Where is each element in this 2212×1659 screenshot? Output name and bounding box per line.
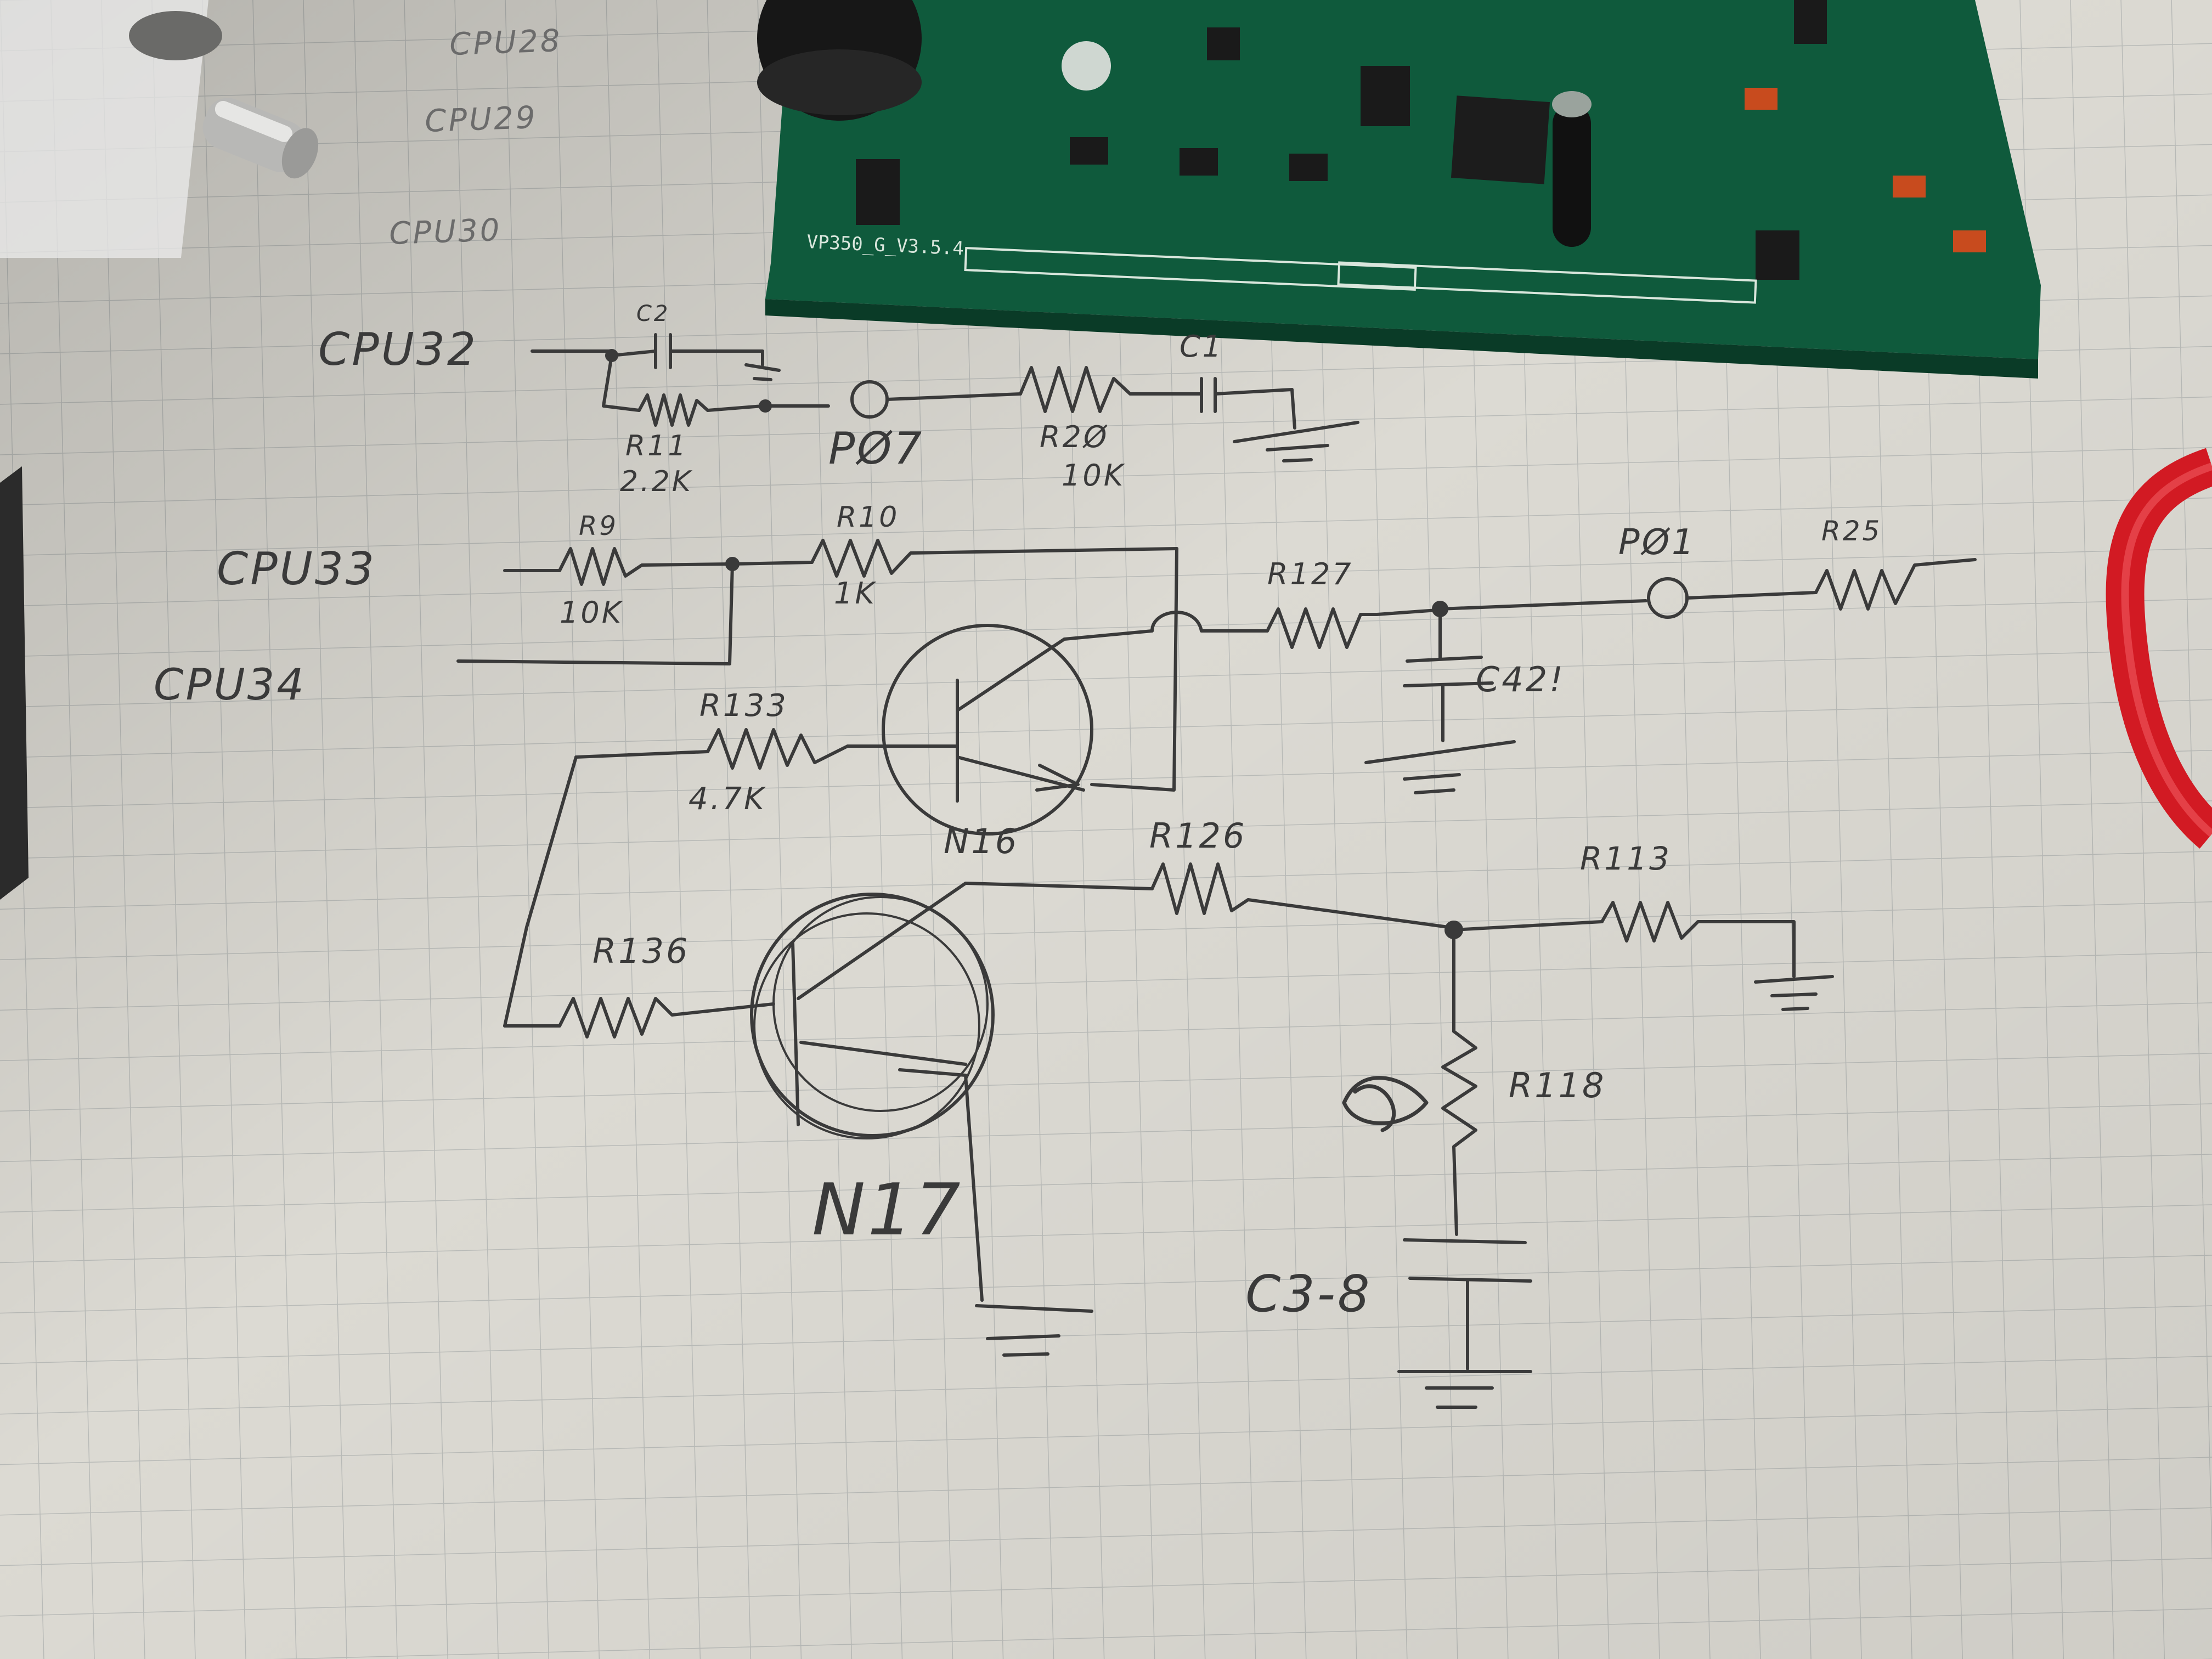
label-r113: R113: [1580, 840, 1672, 877]
label-r20: R2Ø: [1040, 420, 1109, 454]
label-r133-value: 4.7K: [689, 781, 766, 817]
resistor-r118-symbol: [1441, 1030, 1477, 1236]
resistor-r133-symbol: [574, 728, 849, 770]
resistor-r25-symbol: [1814, 558, 1977, 611]
label-c421: C42!: [1476, 659, 1565, 699]
resistor-r20-symbol: [1019, 366, 1203, 413]
ic-chip: [1451, 95, 1550, 184]
label-n16: N16: [944, 821, 1019, 861]
label-cpu28: CPU28: [449, 23, 562, 63]
label-r133: R133: [699, 688, 788, 724]
transistor-n16: [882, 624, 1093, 836]
label-r9: R9: [579, 511, 618, 541]
label-r118: R118: [1509, 1065, 1606, 1105]
label-cpu29: CPU29: [424, 100, 538, 139]
label-r11-value: 2.2K: [620, 465, 693, 498]
label-r136: R136: [592, 931, 690, 971]
label-r127: R127: [1267, 557, 1353, 591]
label-r25: R25: [1821, 515, 1882, 547]
resistor-r113-symbol: [1600, 901, 1796, 978]
label-c38: C3-8: [1245, 1265, 1372, 1323]
pcb-board: VP350_G_V3.5.4: [757, 0, 2041, 379]
label-r11: R11: [625, 430, 688, 462]
label-cpu32: CPU32: [318, 324, 478, 376]
resistor-r127-symbol: [1266, 607, 1439, 649]
label-cpu33: CPU33: [217, 543, 376, 595]
label-c2: C2: [636, 301, 670, 326]
probe-tip: [0, 466, 29, 900]
scribble: [1342, 1076, 1429, 1132]
label-r20-value: 10K: [1062, 458, 1125, 493]
capacitor-c421-symbol: [1403, 656, 1494, 687]
label-n17: N17: [812, 1168, 963, 1251]
label-r9-value: 10K: [560, 595, 623, 630]
label-p01: PØ1: [1618, 522, 1696, 563]
notebook-edge: [0, 0, 208, 258]
label-r10-value: 1K: [834, 576, 877, 611]
label-r126: R126: [1149, 816, 1246, 856]
resistor-r9-symbol: [558, 547, 734, 586]
schematic: [456, 333, 1977, 1409]
label-cpu30: CPU30: [388, 212, 502, 252]
label-cpu34: CPU34: [154, 661, 306, 710]
label-p07: PØ7: [828, 423, 924, 474]
resistor-r10-symbol: [810, 539, 1178, 578]
capacitor-c38-symbol: [1403, 1238, 1532, 1370]
binder-hole: [129, 11, 222, 60]
transistor-n17: [750, 882, 1093, 1357]
label-c1: C1: [1180, 329, 1223, 364]
resistor-r126-symbol: [1150, 862, 1450, 929]
fuse-cylinder: [202, 98, 319, 179]
label-r10: R10: [837, 501, 899, 534]
resistor-r136-symbol: [503, 997, 775, 1039]
resistor-r11-symbol: [637, 393, 764, 427]
